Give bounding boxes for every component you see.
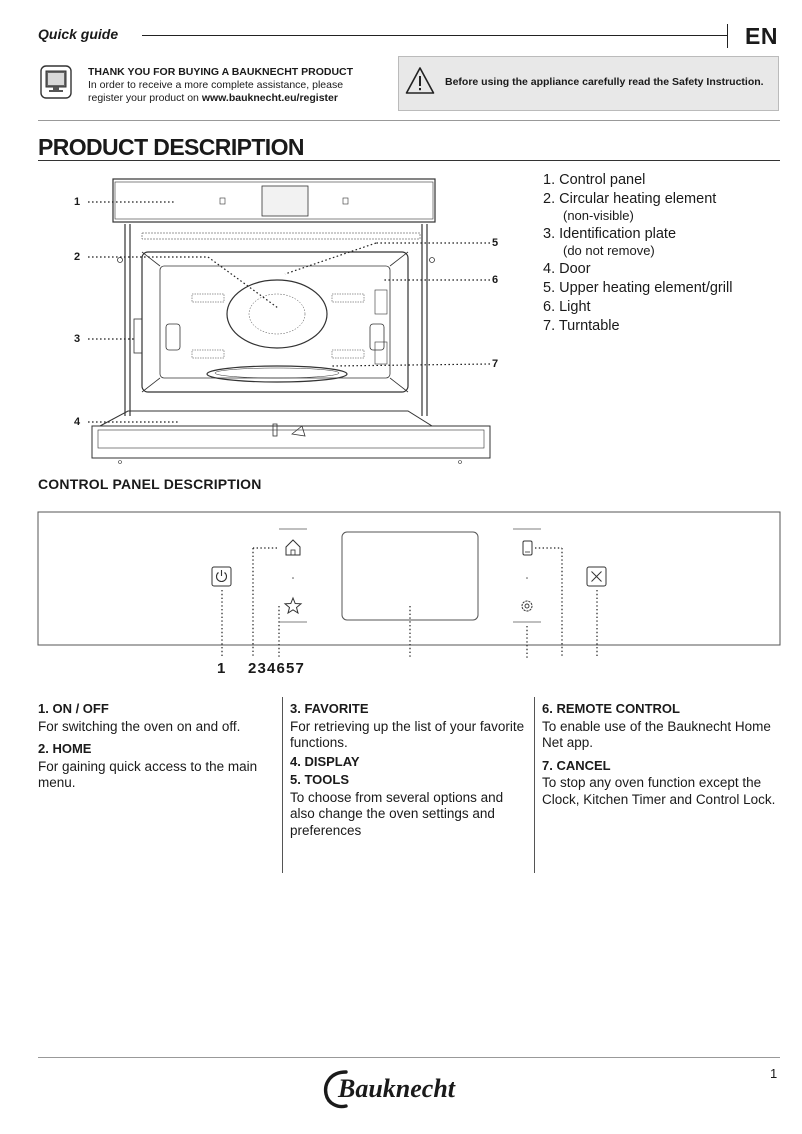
item-desc-cancel: To stop any oven function except the Clo…	[542, 775, 776, 807]
remote-control-icon[interactable]	[522, 540, 533, 556]
part-note: (do not remove)	[563, 243, 655, 258]
language-label: EN	[745, 23, 778, 49]
title-underline	[38, 160, 780, 161]
part-item: 3. Identification plate	[543, 226, 677, 242]
column-divider	[282, 697, 283, 873]
registration-block: THANK YOU FOR BUYING A BAUKNECHT PRODUCT…	[88, 66, 388, 105]
description-column-2: 3. FAVORITE For retrieving up the list o…	[290, 699, 530, 839]
oven-callout-6: 6	[492, 274, 498, 286]
oven-callout-5: 5	[492, 237, 498, 249]
item-title-on-off: 1. ON / OFF	[38, 701, 109, 716]
panel-callout-1: 1	[217, 660, 225, 677]
description-column-1: 1. ON / OFF For switching the oven on an…	[38, 699, 278, 792]
control-panel-diagram: 1 2 3 4 6 5 7	[37, 511, 781, 677]
header-rule	[142, 35, 728, 36]
register-link[interactable]: www.bauknecht.eu/register	[201, 92, 338, 104]
part-item: 2. Circular heating element	[543, 191, 717, 207]
item-desc-home: For gaining quick access to the main men…	[38, 758, 258, 791]
item-desc-on-off: For switching the oven on and off.	[38, 718, 241, 734]
column-divider	[534, 697, 535, 873]
part-item: 4. Door	[543, 261, 591, 277]
bauknecht-logo: Bauknecht	[323, 1070, 456, 1109]
footer-rule	[38, 1057, 780, 1058]
warning-icon	[405, 67, 435, 94]
item-title-display: 4. DISPLAY	[290, 753, 360, 769]
display-screen	[341, 531, 479, 621]
product-description-title: PRODUCT DESCRIPTION	[38, 134, 305, 160]
oven-callout-2: 2	[74, 251, 80, 263]
item-title-cancel: 7. CANCEL	[542, 757, 611, 773]
item-title-remote-control: 6. REMOTE CONTROL	[542, 701, 680, 716]
control-panel-title: CONTROL PANEL DESCRIPTION	[38, 476, 262, 492]
item-desc-remote-control: To enable use of the Bauknecht Home Net …	[542, 718, 771, 751]
gear-icon[interactable]	[521, 600, 533, 612]
cancel-icon[interactable]	[586, 566, 607, 587]
item-title-tools: 5. TOOLS	[290, 772, 349, 787]
part-item: 5. Upper heating element/grill	[543, 280, 733, 296]
star-icon[interactable]	[283, 596, 303, 615]
registration-title: THANK YOU FOR BUYING A BAUKNECHT PRODUCT	[88, 66, 354, 78]
control-panel-frame	[37, 511, 781, 646]
safety-notice: Before using the appliance carefully rea…	[398, 56, 779, 111]
part-item: 1. Control panel	[543, 172, 646, 188]
registration-line2: register your product on www.bauknecht.e…	[88, 92, 388, 105]
description-column-3: 6. REMOTE CONTROL To enable use of the B…	[542, 699, 782, 808]
item-title-home: 2. HOME	[38, 741, 92, 756]
oven-callout-1: 1	[74, 196, 80, 208]
power-icon[interactable]	[211, 566, 232, 587]
guide-label: Quick guide	[38, 26, 119, 42]
parts-list: 1. Control panel 2. Circular heating ele…	[543, 171, 783, 336]
item-desc-favorite: For retrieving up the list of your favor…	[290, 718, 525, 751]
oven-diagram: 1 2 3 4 5 6 7	[74, 178, 498, 464]
registration-line2-prefix: register your product on	[88, 92, 202, 104]
part-item: 7. Turntable	[543, 318, 620, 334]
item-desc-tools: To choose from several options and also …	[290, 789, 504, 838]
oven-callout-3: 3	[74, 333, 80, 345]
registration-line1: In order to receive a more complete assi…	[88, 79, 344, 91]
part-note: (non-visible)	[563, 208, 634, 223]
home-icon[interactable]	[285, 539, 301, 556]
brand-name: Bauknecht	[337, 1074, 456, 1103]
oven-callout-4: 4	[74, 416, 81, 428]
page-number: 1	[770, 1066, 778, 1081]
item-title-favorite: 3. FAVORITE	[290, 701, 369, 716]
panel-callouts-2-7: 2 3 4 6 5 7	[248, 660, 304, 677]
safety-text: Before using the appliance carefully rea…	[445, 76, 764, 88]
divider	[38, 120, 780, 121]
computer-register-icon	[40, 65, 72, 99]
part-item: 6. Light	[543, 299, 591, 315]
header-tick	[727, 24, 728, 48]
oven-callout-7: 7	[492, 358, 498, 370]
